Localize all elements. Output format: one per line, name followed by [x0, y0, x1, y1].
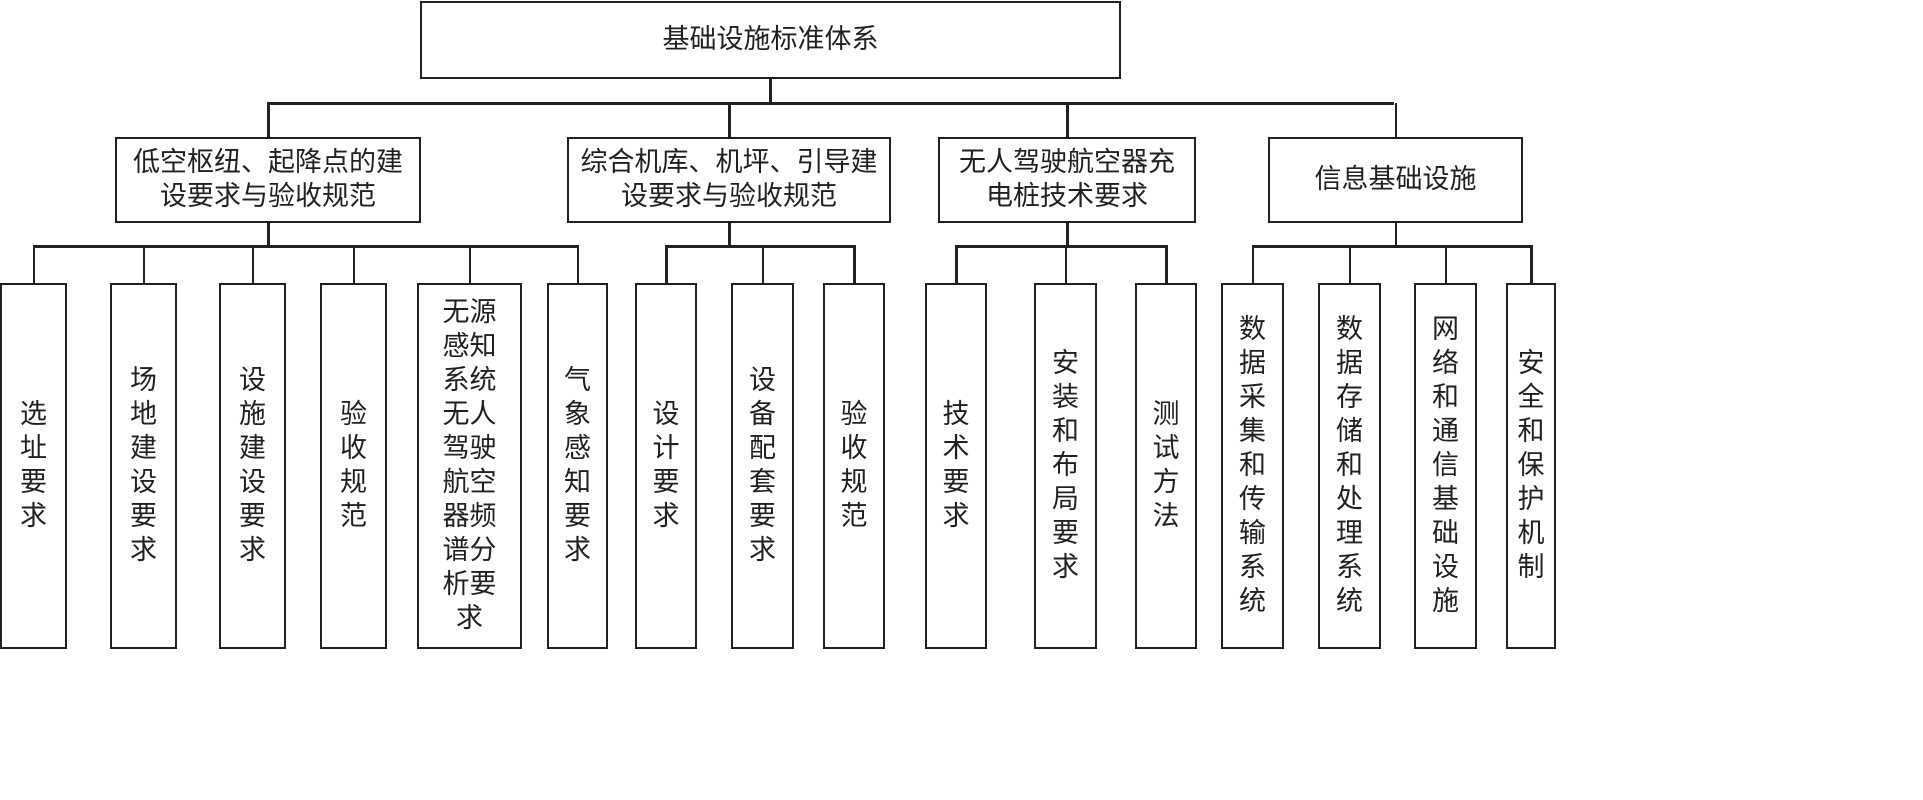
category-node-label: 无人驾驶航空器充电桩技术要求 — [959, 147, 1175, 212]
leaf-node-label: 验收规范 — [840, 399, 868, 532]
leaf-connector — [251, 246, 254, 284]
leaf-node: 设计要求 — [635, 283, 697, 649]
leaf-connector — [1444, 246, 1447, 284]
leaf-node: 网络和通信基础设施 — [1414, 283, 1477, 649]
leaf-bus — [1251, 245, 1533, 248]
leaf-connector — [576, 246, 579, 284]
leaf-node: 验收规范 — [823, 283, 885, 649]
category-node-label: 低空枢纽、起降点的建设要求与验收规范 — [133, 147, 403, 212]
level1-connector — [1066, 103, 1069, 138]
leaf-node: 测试方法 — [1135, 283, 1197, 649]
leaf-node-label: 数据存储和处理系统 — [1336, 314, 1363, 617]
leaf-connector — [142, 246, 145, 284]
leaf-node-label: 安装和布局要求 — [1052, 348, 1079, 583]
leaf-node-label: 无源感知系统无人驾驶航空器频谱分析要求 — [442, 297, 497, 634]
leaf-connector — [761, 246, 764, 284]
leaf-connector — [468, 246, 471, 284]
leaf-node: 场地建设要求 — [110, 283, 177, 649]
leaf-connector — [352, 246, 355, 284]
leaf-node-label: 验收规范 — [340, 399, 367, 532]
category-node: 低空枢纽、起降点的建设要求与验收规范 — [115, 137, 421, 223]
leaf-node-label: 数据采集和传输系统 — [1239, 314, 1266, 617]
leaf-node: 技术要求 — [925, 283, 987, 649]
category-node-label: 信息基础设施 — [1314, 164, 1477, 195]
leaf-node-label: 测试方法 — [1152, 399, 1180, 532]
leaf-node: 设备配套要求 — [731, 283, 794, 649]
category-node-label: 综合机库、机坪、引导建设要求与验收规范 — [580, 147, 878, 212]
category-node: 信息基础设施 — [1268, 137, 1523, 223]
category-connector — [267, 222, 270, 247]
level1-bus — [267, 102, 1394, 105]
leaf-connector — [955, 246, 958, 284]
leaf-bus — [665, 245, 856, 248]
leaf-node: 设施建设要求 — [219, 283, 286, 649]
leaf-node-label: 网络和通信基础设施 — [1432, 314, 1459, 617]
leaf-node-label: 技术要求 — [942, 399, 970, 532]
leaf-connector — [1348, 246, 1351, 284]
leaf-connector — [1064, 246, 1067, 284]
leaf-node: 无源感知系统无人驾驶航空器频谱分析要求 — [417, 283, 522, 649]
leaf-connector — [1251, 246, 1254, 284]
leaf-node-label: 设施建设要求 — [239, 365, 266, 566]
leaf-node: 安装和布局要求 — [1034, 283, 1097, 649]
leaf-bus — [32, 245, 579, 248]
leaf-node: 数据采集和传输系统 — [1221, 283, 1284, 649]
leaf-node: 数据存储和处理系统 — [1318, 283, 1381, 649]
level1-connector — [267, 103, 270, 138]
leaf-connector — [32, 246, 35, 284]
level1-connector — [1394, 103, 1397, 138]
category-node: 无人驾驶航空器充电桩技术要求 — [938, 137, 1196, 223]
leaf-node: 验收规范 — [320, 283, 387, 649]
leaf-node: 气象感知要求 — [547, 283, 608, 649]
leaf-node: 选址要求 — [0, 283, 67, 649]
category-connector — [1394, 222, 1397, 247]
root-node: 基础设施标准体系 — [420, 1, 1121, 79]
leaf-node-label: 场地建设要求 — [130, 365, 157, 566]
leaf-connector — [853, 246, 856, 284]
leaf-node-label: 设备配套要求 — [749, 365, 776, 566]
category-connector — [728, 222, 731, 247]
root-connector — [769, 79, 772, 104]
leaf-bus — [955, 245, 1168, 248]
level1-connector — [728, 103, 731, 138]
leaf-node-label: 安全和保护机制 — [1517, 348, 1545, 583]
category-node: 综合机库、机坪、引导建设要求与验收规范 — [567, 137, 891, 223]
leaf-connector — [1530, 246, 1533, 284]
category-connector — [1066, 222, 1069, 247]
leaf-node: 安全和保护机制 — [1506, 283, 1556, 649]
leaf-connector — [665, 246, 668, 284]
leaf-node-label: 选址要求 — [20, 399, 47, 532]
leaf-node-label: 设计要求 — [652, 399, 680, 532]
root-node-label: 基础设施标准体系 — [662, 24, 879, 55]
leaf-node-label: 气象感知要求 — [564, 365, 591, 566]
leaf-connector — [1165, 246, 1168, 284]
